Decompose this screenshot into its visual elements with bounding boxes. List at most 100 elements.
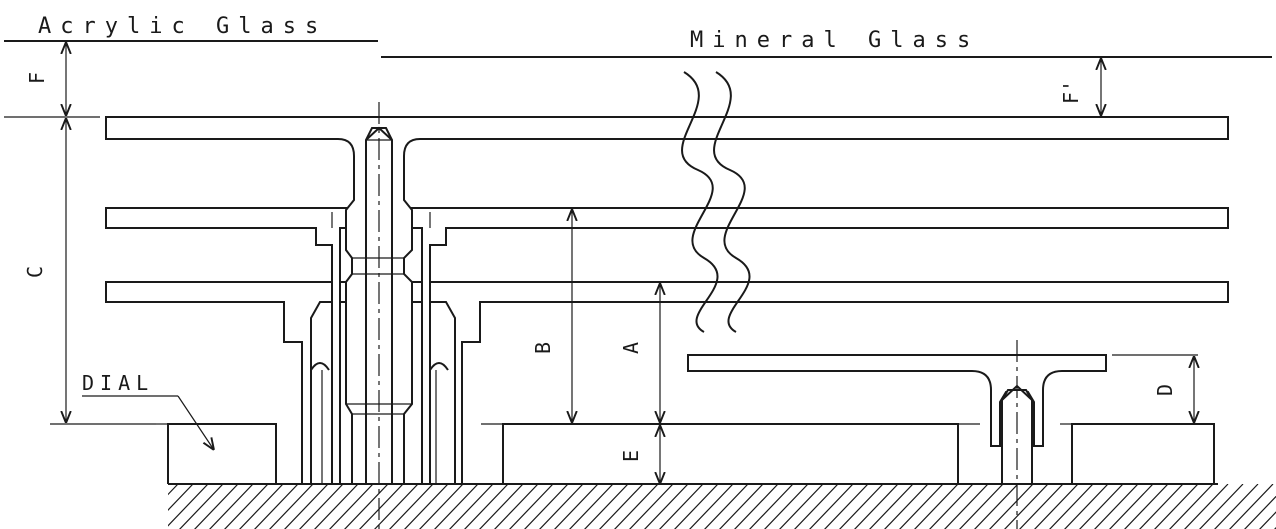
hatch-line [1049, 484, 1094, 529]
hatch-line [1154, 484, 1199, 529]
hatch-line [1094, 484, 1139, 529]
hatch-line [1034, 484, 1079, 529]
dimension-d: D [1112, 354, 1198, 423]
hatch-line [1184, 484, 1229, 529]
hour-hand [105, 281, 1229, 485]
hatch-line [539, 484, 584, 529]
dim-f-prime-label: F' [1059, 80, 1083, 104]
hand-stack [105, 102, 1229, 529]
dimension-e: E [619, 425, 660, 484]
hatch-line [1214, 484, 1259, 529]
dim-c-label: C [23, 266, 47, 278]
dial-block-right [1071, 423, 1215, 484]
hatch-line [824, 484, 869, 529]
hatch-line [689, 484, 734, 529]
dial-plate [156, 423, 1215, 484]
break-marks [681, 71, 751, 333]
acrylic-glass-reference: Acrylic Glass [4, 14, 378, 42]
hatch-line [779, 484, 824, 529]
hatch-line [614, 484, 659, 529]
hatch-line [434, 484, 479, 529]
dim-f-label: F [25, 72, 49, 84]
dial-block-center [502, 423, 959, 484]
hatch-line [1124, 484, 1169, 529]
hatch-line [1004, 484, 1049, 529]
dim-a-label: A [619, 342, 643, 354]
hatch-line [704, 484, 749, 529]
hatch-line [1229, 484, 1274, 529]
hatch-line [404, 484, 449, 529]
hatch-line [209, 484, 254, 529]
hatch-line [1079, 484, 1124, 529]
hatch-line [1274, 526, 1276, 529]
hatch-line [269, 484, 314, 529]
dial-block-left [167, 423, 277, 484]
hatch-line [224, 484, 269, 529]
hatch-line [1109, 484, 1154, 529]
hatch-line [974, 484, 1019, 529]
hatch-line [569, 484, 614, 529]
dim-b-label: B [531, 342, 555, 354]
hatch-line [344, 484, 389, 529]
hatch-line [1019, 484, 1064, 529]
dial-label: DIAL [82, 371, 154, 395]
hatch-line [944, 484, 989, 529]
hatch-line [1169, 484, 1214, 529]
hatch-line [1139, 484, 1184, 529]
minute-hand [105, 207, 1229, 485]
mineral-glass-reference: Mineral Glass [381, 28, 1272, 58]
hatch-line [284, 484, 329, 529]
hatch-line [599, 484, 644, 529]
hatch-line [629, 484, 674, 529]
small-seconds-hand [687, 340, 1107, 529]
hatch-line [554, 484, 599, 529]
hatch-line [194, 484, 239, 529]
hatch-line [389, 484, 434, 529]
hatch-line [359, 484, 404, 529]
hatch-line [168, 484, 194, 511]
hatch-line [239, 484, 284, 529]
hatch-line [884, 484, 929, 529]
movement-base-hatch [168, 483, 1276, 529]
hatch-line [168, 484, 179, 496]
hatch-line [989, 484, 1034, 529]
hatch-line [764, 484, 809, 529]
hatch-line [854, 484, 899, 529]
hatch-line [659, 484, 704, 529]
hatch-line [929, 484, 974, 529]
hatch-line [509, 484, 554, 529]
hatch-line [1259, 511, 1276, 529]
hatch-line [584, 484, 629, 529]
hatch-line [179, 484, 224, 529]
hatch-line [329, 484, 374, 529]
hatch-line [644, 484, 689, 529]
hatch-line [299, 484, 344, 529]
hatch-line [168, 484, 209, 527]
hatch-line [449, 484, 494, 529]
dial-callout: DIAL [82, 371, 214, 450]
dim-d-label: D [1153, 384, 1177, 396]
dimension-c: C [23, 118, 156, 425]
hatch-line [869, 484, 914, 529]
hatch-line [674, 484, 719, 529]
hatch-line [524, 484, 569, 529]
dimension-f-prime: F' [1059, 58, 1101, 116]
hatch-line [914, 484, 959, 529]
hatch-line [1064, 484, 1109, 529]
dimension-f: F [4, 42, 100, 118]
dim-e-label: E [619, 450, 643, 462]
hatch-line [1199, 484, 1244, 529]
hatch-line [374, 484, 419, 529]
acrylic-glass-label: Acrylic Glass [38, 14, 327, 39]
hatch-line [479, 484, 524, 529]
hatch-line [419, 484, 464, 529]
dimension-a: A [619, 283, 660, 423]
hatch-line [749, 484, 794, 529]
hatch-line [1244, 495, 1276, 529]
mineral-glass-label: Mineral Glass [690, 28, 979, 53]
hatch-line [899, 484, 944, 529]
hatch-line [959, 484, 1004, 529]
hatch-line [494, 484, 539, 529]
hatch-line [794, 484, 839, 529]
